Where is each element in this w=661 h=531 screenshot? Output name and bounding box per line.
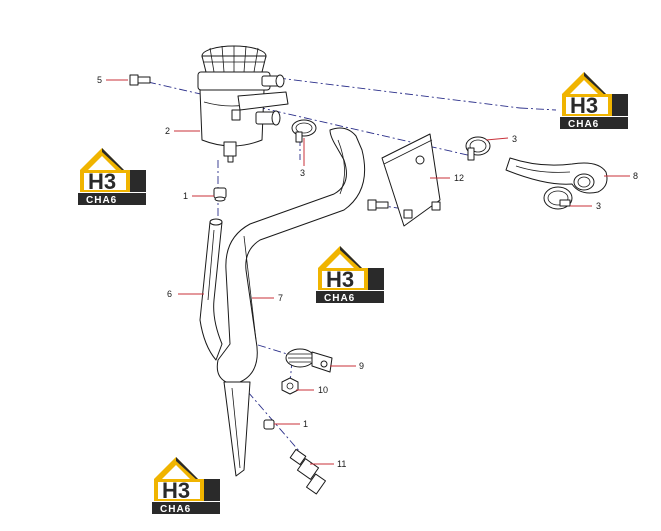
logo-top-right: H3 CHA6: [560, 72, 628, 130]
callout-2: 2: [165, 126, 170, 136]
part-5-bolt: [129, 74, 151, 86]
callout-1-upper: 1: [183, 191, 188, 201]
callout-9: 9: [359, 361, 364, 371]
callout-3-left: 3: [300, 168, 305, 178]
logo-text-cha6: CHA6: [324, 293, 355, 304]
callout-10: 10: [318, 385, 328, 395]
callout-numbers: 5 2 3 3 1 12 8 3 6 7 9 10 1 11: [97, 75, 638, 469]
part-9-clamp: [285, 348, 333, 373]
logo-text-h3: H3: [88, 169, 116, 194]
logo-text-cha6: CHA6: [160, 504, 191, 515]
part-11-connector: [289, 448, 327, 495]
callout-11: 11: [337, 459, 346, 469]
logo-left: H3 CHA6: [78, 148, 146, 206]
callout-6: 6: [167, 289, 172, 299]
callout-7: 7: [278, 293, 283, 303]
part-2-reservoir: [197, 45, 289, 163]
callout-3-upper-right: 3: [512, 134, 517, 144]
part-1-fitting-lower: [263, 419, 275, 430]
leader-lines: [106, 79, 630, 465]
part-12-bracket: [367, 133, 441, 227]
part-10-nut: [281, 377, 299, 395]
part-7-hose-main: [216, 127, 366, 477]
callout-3-lower-right: 3: [596, 201, 601, 211]
logo-center: H3 CHA6: [316, 246, 384, 304]
callout-12: 12: [454, 173, 464, 183]
logo-text-h3: H3: [570, 93, 598, 118]
part-3-clamp-upper-left: [291, 119, 317, 143]
part-6-hose-left: [199, 218, 223, 361]
logo-text-cha6: CHA6: [86, 195, 117, 206]
logo-bottom-left: H3 CHA6: [152, 457, 220, 515]
logo-text-h3: H3: [326, 267, 354, 292]
logo-text-cha6: CHA6: [568, 119, 599, 130]
callout-8: 8: [633, 171, 638, 181]
callout-1-lower: 1: [303, 419, 308, 429]
logo-text-h3: H3: [162, 478, 190, 503]
part-1-fitting-upper: [213, 187, 227, 202]
part-3-clamp-upper-right: [465, 136, 491, 161]
part-3-clamp-lower-right: [543, 186, 573, 210]
callout-5: 5: [97, 75, 102, 85]
part-8-hose-right: [505, 157, 608, 194]
